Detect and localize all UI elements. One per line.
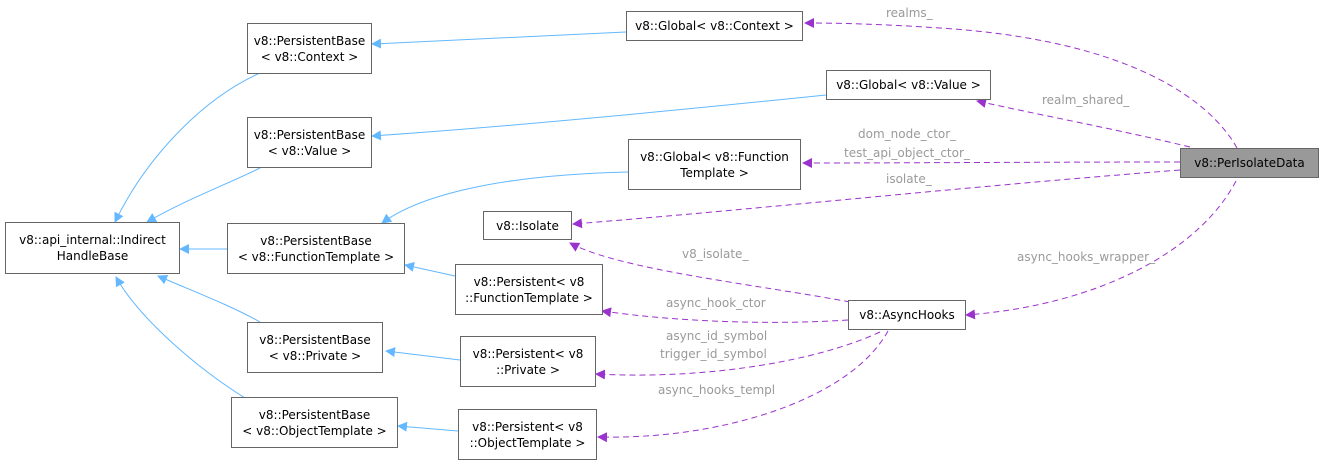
inherit-edge-persistent-function-template xyxy=(404,262,456,277)
edge-label-isolate: isolate_ xyxy=(886,172,932,186)
node-persistent-function-template[interactable]: v8::Persistent< v8 ::FunctionTemplate > xyxy=(455,264,603,315)
edge-label-trigger-id-symbol: trigger_id_symbol xyxy=(660,347,767,361)
inherit-edge-global-value xyxy=(371,94,827,141)
node-persistent-base-value[interactable]: v8::PersistentBase < v8::Value > xyxy=(247,117,372,168)
node-persistent-base-object-template[interactable]: v8::PersistentBase < v8::ObjectTemplate … xyxy=(231,397,398,448)
edge-label-test-api-object-ctor: test_api_object_ctor_ xyxy=(844,146,970,160)
node-persistent-object-template[interactable]: v8::Persistent< v8 ::ObjectTemplate > xyxy=(458,409,597,460)
edge-label-async-id-symbol: async_id_symbol xyxy=(666,329,768,343)
node-persistent-base-context[interactable]: v8::PersistentBase < v8::Context > xyxy=(247,23,372,74)
usage-edge-async-hooks-templ xyxy=(597,330,889,443)
node-global-context[interactable]: v8::Global< v8::Context > xyxy=(626,11,803,41)
node-global-value[interactable]: v8::Global< v8::Value > xyxy=(826,70,991,100)
usage-edge-global-function-template xyxy=(802,157,1181,168)
edge-label-dom-node-ctor: dom_node_ctor_ xyxy=(858,127,957,141)
inherit-edge-persistent-object-template xyxy=(397,421,459,432)
edge-label-async-hooks-templ: async_hooks_templ xyxy=(658,383,776,397)
inherit-edge-global-function-template xyxy=(381,171,629,224)
inherit-edge-pb-private xyxy=(157,275,261,323)
inherit-edge-pb-object-template xyxy=(115,276,246,399)
edge-label-realm-shared: realm_shared_ xyxy=(1042,93,1130,107)
edge-label-async-hooks-wrapper: async_hooks_wrapper_ xyxy=(1017,250,1156,264)
inherit-edge-pb-value xyxy=(146,167,261,223)
node-indirect-handle-base[interactable]: v8::api_internal::Indirect HandleBase xyxy=(5,222,180,274)
edge-label-async-hook-ctor: async_hook_ctor xyxy=(666,296,766,310)
node-isolate[interactable]: v8::Isolate xyxy=(483,211,572,240)
inherit-edge-pb-context xyxy=(114,72,261,223)
edge-label-v8-isolate: v8_isolate_ xyxy=(682,247,749,261)
edge-label-realms: realms_ xyxy=(886,6,933,20)
inherit-edge-persistent-private xyxy=(385,347,461,361)
inherit-edge-global-context xyxy=(371,31,627,49)
usage-edge-isolate xyxy=(572,169,1181,229)
usage-edge-async-symbols xyxy=(595,331,881,380)
node-persistent-base-function-template[interactable]: v8::PersistentBase < v8::FunctionTemplat… xyxy=(227,223,405,274)
node-per-isolate-data[interactable]: v8::PerIsolateData xyxy=(1180,148,1319,178)
node-persistent-base-private[interactable]: v8::PersistentBase < v8::Private > xyxy=(247,322,383,373)
usage-edge-async-hooks-wrapper xyxy=(965,180,1237,320)
usage-edge-async-hook-ctor xyxy=(601,307,849,323)
usage-edge-v8-isolate xyxy=(569,242,851,303)
node-persistent-private[interactable]: v8::Persistent< v8 ::Private > xyxy=(460,336,596,387)
node-async-hooks[interactable]: v8::AsyncHooks xyxy=(848,300,966,330)
node-global-function-template[interactable]: v8::Global< v8::Function Template > xyxy=(628,139,801,190)
usage-edge-realms xyxy=(804,18,1238,149)
usage-edge-realm-shared xyxy=(976,98,1191,148)
